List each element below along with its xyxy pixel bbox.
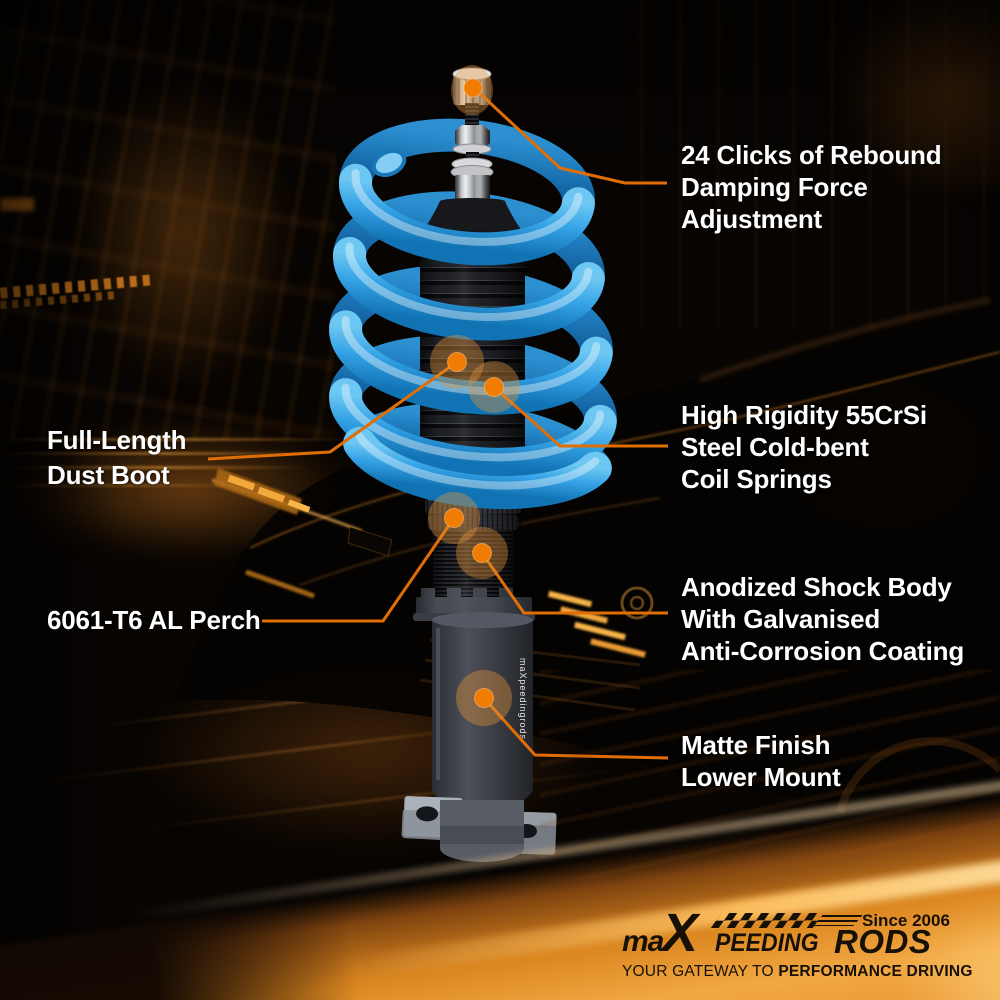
car-headlight-left <box>211 468 363 599</box>
callout-line: Dust Boot <box>47 460 170 490</box>
callout-dust-boot: Full-Length Dust Boot <box>47 423 187 493</box>
callout-line: 24 Clicks of Rebound <box>681 140 942 170</box>
checkered-flag-icon <box>710 913 824 928</box>
car-mirror <box>347 526 393 557</box>
tagline-bold: PERFORMANCE DRIVING <box>778 963 973 980</box>
callout-shock-body: Anodized Shock Body With Galvanised Anti… <box>681 571 964 667</box>
leader-line-rebound <box>472 86 667 185</box>
callout-line: Steel Cold-bent <box>681 432 869 462</box>
lower-shock-body: maXpeedingrods <box>432 612 533 808</box>
callout-lower-mount: Matte Finish Lower Mount <box>681 729 841 793</box>
callout-line: Damping Force <box>681 172 868 202</box>
spring-end-cap <box>371 148 407 178</box>
callout-line: Adjustment <box>681 204 823 234</box>
callout-line: Matte Finish <box>681 730 831 760</box>
callout-coil-springs: High Rigidity 55CrSi Steel Cold-bent Coi… <box>681 399 927 495</box>
leader-line-lower-mount <box>482 696 669 760</box>
leader-line-dust-boot <box>207 360 458 461</box>
callout-al-perch: 6061-T6 AL Perch <box>47 604 261 636</box>
callout-rebound-damping: 24 Clicks of Rebound Damping Force Adjus… <box>681 139 942 235</box>
top-hex-nut <box>452 125 492 155</box>
leader-line-springs <box>493 385 668 448</box>
callout-line: Full-Length <box>47 425 187 455</box>
background-car-silhouette <box>175 296 1000 814</box>
logo-tagline: YOUR GATEWAY TO PERFORMANCE DRIVING <box>622 964 973 980</box>
callout-line: With Galvanised <box>681 604 881 634</box>
dust-boot-bellows <box>419 243 525 473</box>
brand-logo: ma X PEEDING RODS Since 2006 YOUR GATEWA… <box>612 900 980 990</box>
logo-text-peeding: PEEDING <box>715 929 819 957</box>
coilover-product: maXpeedingrods <box>329 67 617 880</box>
callout-dot-perch <box>444 508 464 528</box>
callout-line: 6061-T6 AL Perch <box>47 605 261 635</box>
car-wheel-arch <box>836 737 1000 814</box>
tagline-light: YOUR GATEWAY TO <box>622 963 774 980</box>
leader-line-shock-body <box>480 552 668 615</box>
callout-line: Coil Springs <box>681 464 832 494</box>
callout-dot-dust-boot <box>447 352 467 372</box>
adjuster-stud <box>465 103 479 129</box>
callout-line: High Rigidity 55CrSi <box>681 400 927 430</box>
callout-leaders <box>207 65 669 760</box>
lower-mount <box>388 796 568 880</box>
leader-line-perch <box>262 517 456 623</box>
callout-line: Lower Mount <box>681 762 841 792</box>
car-headlight-right <box>547 590 646 658</box>
logo-text-ma: ma <box>622 925 664 958</box>
logo-text-rods: RODS <box>834 923 932 960</box>
car-emblem <box>620 586 654 620</box>
callout-dot-rebound <box>463 78 483 98</box>
logo-since-text: Since 2006 <box>862 911 950 930</box>
callout-dot-shock-body <box>472 543 492 563</box>
logo-text-x: X <box>662 903 699 963</box>
callout-line: Anodized Shock Body <box>681 572 952 602</box>
callout-dot-springs <box>484 377 504 397</box>
callout-line: Anti-Corrosion Coating <box>681 636 965 666</box>
shock-body-brand-label: maXpeedingrods <box>518 658 528 740</box>
callout-dot-lower-mount <box>474 688 494 708</box>
